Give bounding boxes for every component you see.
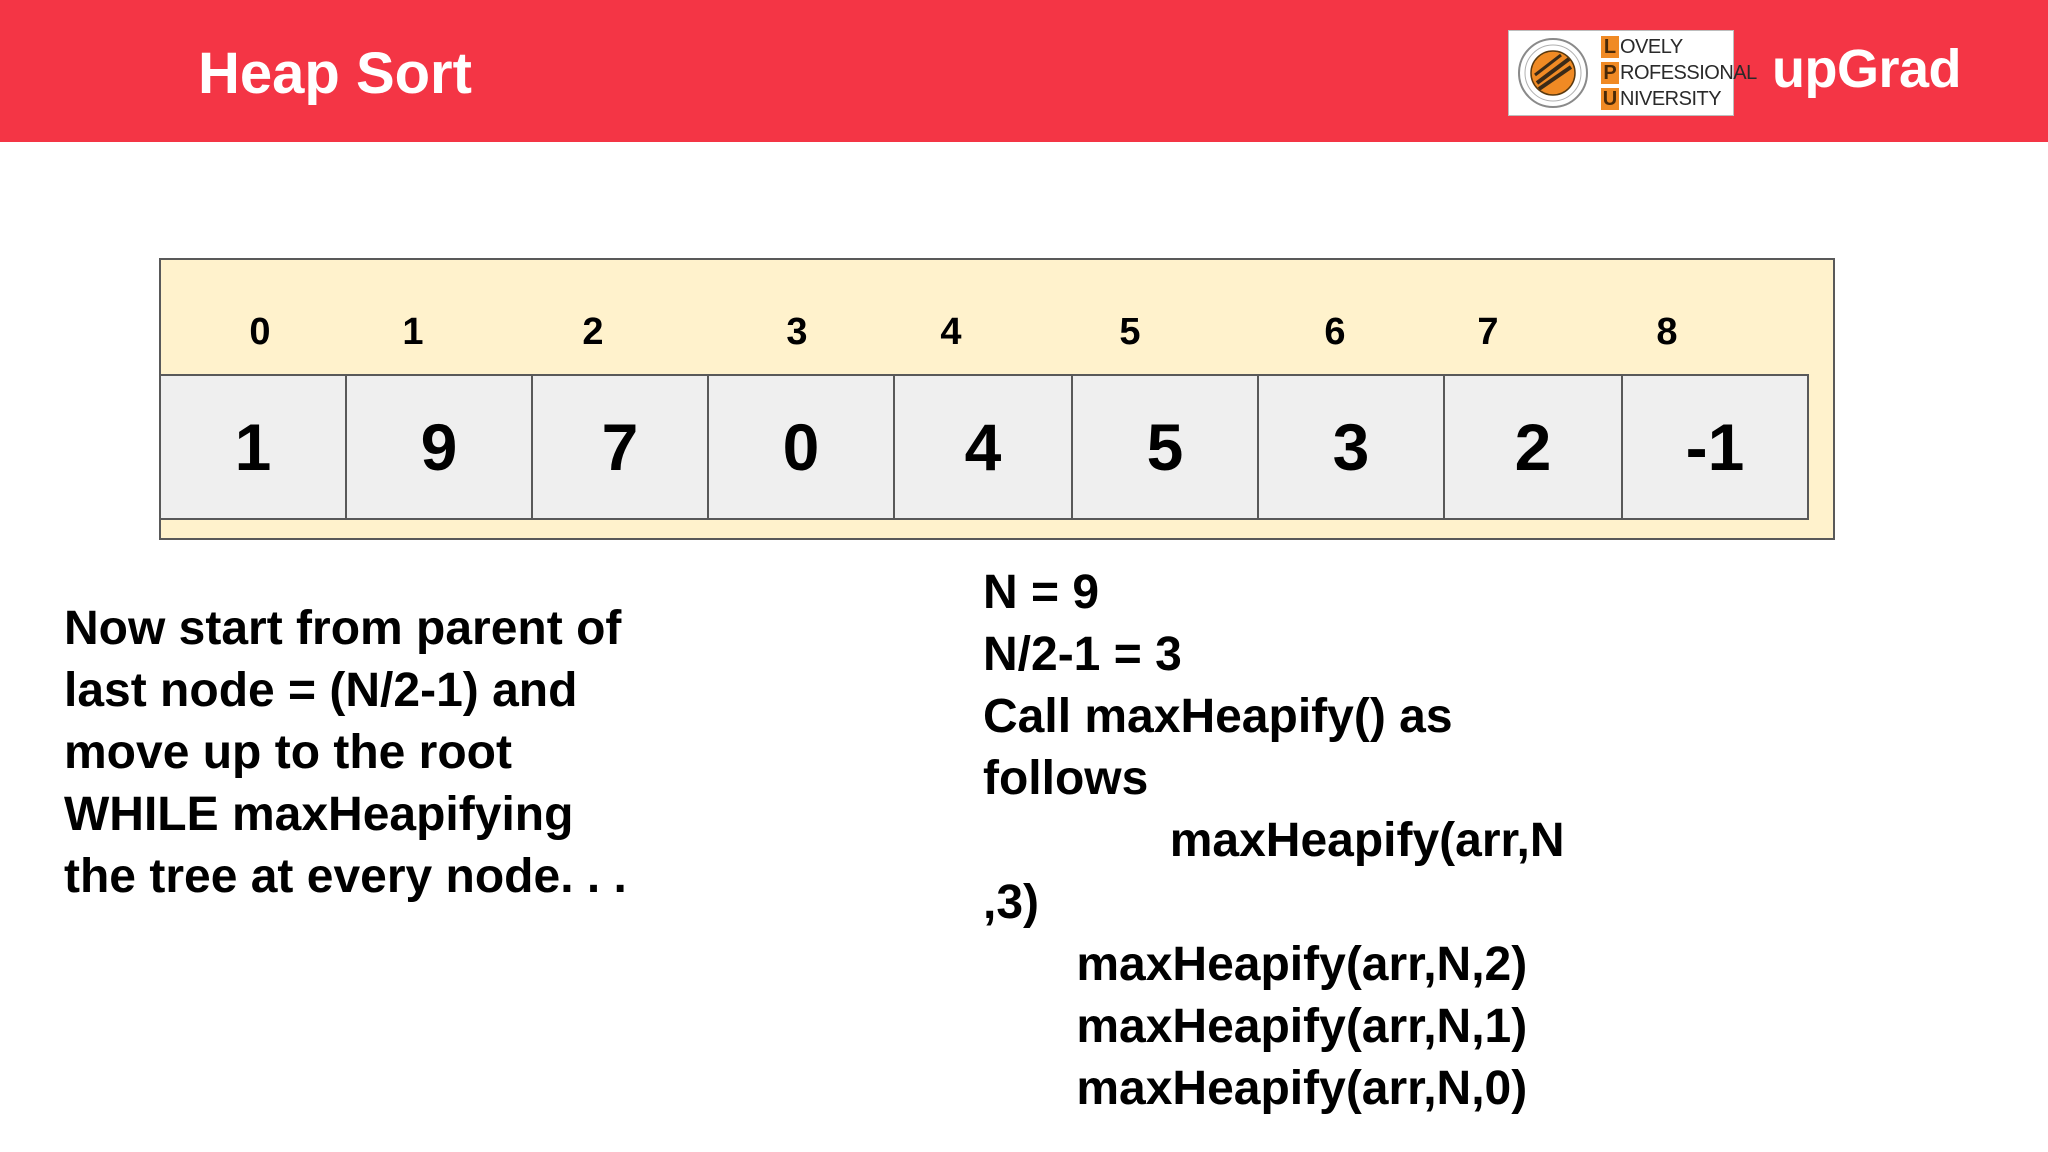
array-panel: 0 1 2 3 4 5 6 7 8 1 9 7 0 4 5 3 2 -1 bbox=[159, 258, 1835, 540]
array-index-label: 3 bbox=[786, 311, 808, 353]
explanation-line: WHILE maxHeapifying bbox=[64, 788, 574, 841]
explanation-line: the tree at every node. . . bbox=[64, 850, 627, 903]
array-cell: 9 bbox=[345, 374, 533, 520]
calculation-block: N = 9 N/2-1 = 3 Call maxHeapify() as fol… bbox=[983, 562, 1643, 1120]
array-cell-value: 5 bbox=[1146, 410, 1184, 484]
calculation-line: maxHeapify(arr,N,1) bbox=[983, 1000, 1528, 1053]
array-index-label: 0 bbox=[249, 311, 271, 353]
array-cell-value: -1 bbox=[1685, 410, 1745, 484]
calculation-line: N/2-1 = 3 bbox=[983, 628, 1182, 681]
explanation-line: move up to the root bbox=[64, 726, 512, 779]
calculation-line: follows bbox=[983, 752, 1149, 805]
array-cell: 4 bbox=[893, 374, 1073, 520]
array-cell: 7 bbox=[531, 374, 709, 520]
array-index-label: 4 bbox=[940, 311, 962, 353]
array-cell-value: 3 bbox=[1332, 410, 1370, 484]
explanation-line: last node = (N/2-1) and bbox=[64, 664, 578, 717]
array-index-label: 2 bbox=[582, 311, 604, 353]
array-cell-value: 4 bbox=[964, 410, 1002, 484]
lpu-seal-icon bbox=[1518, 38, 1588, 108]
array-cell-value: 2 bbox=[1514, 410, 1552, 484]
explanation-line: Now start from parent of bbox=[64, 602, 622, 655]
array-cell-value: 0 bbox=[782, 410, 820, 484]
array-cell: 2 bbox=[1443, 374, 1623, 520]
calculation-line: N = 9 bbox=[983, 566, 1100, 619]
array-index-label: 8 bbox=[1656, 311, 1678, 353]
array-cell: 3 bbox=[1257, 374, 1445, 520]
array-cell-value: 9 bbox=[420, 410, 458, 484]
calculation-line: maxHeapify(arr,N bbox=[983, 814, 1565, 867]
array-cell: 0 bbox=[707, 374, 895, 520]
upgrad-logo: upGrad bbox=[1772, 39, 1962, 99]
calculation-line: maxHeapify(arr,N,2) bbox=[983, 938, 1528, 991]
array-cell-value: 1 bbox=[234, 410, 272, 484]
array-cell: 5 bbox=[1071, 374, 1259, 520]
calculation-line: maxHeapify(arr,N,0) bbox=[983, 1062, 1528, 1115]
array-cell-value: 7 bbox=[601, 410, 639, 484]
explanation-text: Now start from parent of last node = (N/… bbox=[64, 598, 704, 908]
array-index-label: 5 bbox=[1119, 311, 1141, 353]
array-cell: -1 bbox=[1621, 374, 1809, 520]
array-cell: 1 bbox=[159, 374, 347, 520]
slide-title: Heap Sort bbox=[198, 41, 472, 106]
calculation-line: ,3) bbox=[983, 876, 1040, 929]
calculation-line: Call maxHeapify() as bbox=[983, 690, 1453, 743]
array-index-label: 7 bbox=[1477, 311, 1499, 353]
array-index-label: 1 bbox=[402, 311, 424, 353]
array-index-label: 6 bbox=[1324, 311, 1346, 353]
